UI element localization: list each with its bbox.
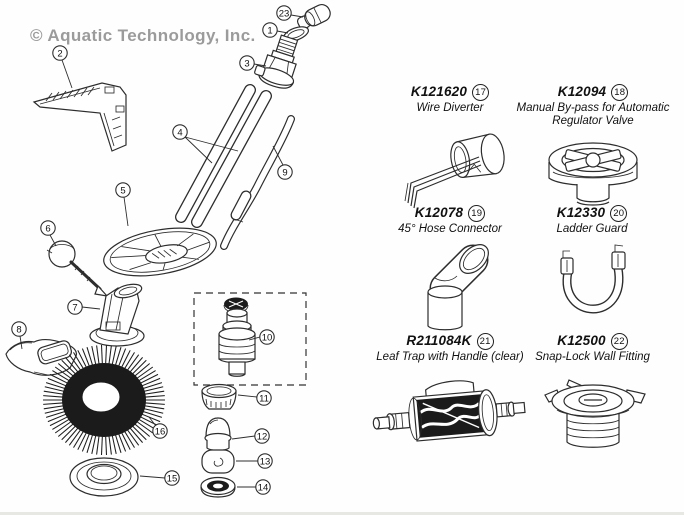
part-name: Ladder Guard (556, 223, 628, 235)
part-name: Snap-Lock Wall Fitting (535, 351, 650, 363)
sweep-hose-part (220, 115, 295, 250)
callout-13: 13 (236, 453, 273, 469)
part-code: K12330 (556, 205, 606, 220)
part-code-line: K12500 22 (510, 333, 675, 350)
callout-1: 1 (262, 22, 289, 38)
bell-float-part (204, 417, 232, 451)
svg-text:5: 5 (120, 185, 125, 196)
pointer-pin-part (46, 240, 109, 297)
svg-text:3: 3 (244, 58, 249, 69)
callout-7: 7 (67, 299, 101, 315)
part-number-badge: 20 (610, 205, 628, 222)
part-cell-bypass-valve: K12094 18 Manual By-pass for Automatic Re… (504, 84, 682, 216)
svg-text:4: 4 (177, 127, 182, 138)
callout-12: 12 (231, 428, 270, 444)
callout-2: 2 (52, 45, 73, 89)
part-code-line: K121620 17 (375, 84, 525, 101)
cup-part (201, 383, 237, 410)
part-code: K12094 (557, 84, 607, 99)
part-code: R211084K (406, 333, 472, 348)
callout-3: 3 (239, 55, 267, 71)
callout-10: 10 (248, 329, 275, 345)
part-code-line: K12078 19 (375, 205, 525, 222)
part-number-badge: 22 (610, 333, 628, 350)
scan-edge (0, 512, 684, 515)
part-code: K12500 (557, 333, 606, 348)
valve-cartridge-part (218, 308, 256, 377)
svg-text:10: 10 (262, 332, 273, 343)
part-number-badge: 19 (468, 205, 486, 222)
part-name: 45° Hose Connector (398, 223, 502, 235)
svg-text:6: 6 (45, 223, 50, 234)
svg-text:2: 2 (57, 48, 62, 59)
part-name: Leaf Trap with Handle (clear) (376, 351, 524, 363)
wall-fitting-illustration (543, 379, 646, 448)
exploded-view-diagram: 2 23 1 3 4 9 5 6 (5, 3, 331, 498)
accessory-catalog: K121620 17 Wire Diverter K12094 18 (342, 0, 684, 515)
svg-text:13: 13 (260, 456, 271, 467)
svg-text:14: 14 (258, 482, 269, 493)
bristle-disc-part (43, 344, 165, 456)
callout-9: 9 (272, 145, 293, 180)
callout-6: 6 (40, 220, 57, 247)
deflection-wheel-part (103, 227, 217, 277)
flapper-valve-part (89, 283, 145, 347)
callout-16: 16 (148, 416, 168, 439)
part-name: Wire Diverter (416, 102, 484, 114)
part-code: K121620 (410, 84, 468, 99)
seal-ring-part (69, 457, 139, 497)
hose-connector-illustration (427, 243, 489, 331)
svg-text:8: 8 (16, 324, 21, 335)
wire-diverter-illustration (404, 133, 505, 208)
svg-text:11: 11 (259, 393, 269, 404)
part-code-line: K12094 18 (504, 84, 682, 101)
leaf-trap-illustration (372, 380, 526, 442)
callout-5: 5 (115, 182, 131, 227)
svg-text:23: 23 (279, 8, 290, 19)
part-cell-hose-connector: K12078 19 45° Hose Connector (375, 205, 525, 336)
part-cell-wire-diverter: K121620 17 Wire Diverter (375, 84, 525, 211)
svg-text:1: 1 (267, 25, 272, 36)
callout-8: 8 (11, 321, 27, 350)
svg-text:15: 15 (167, 473, 178, 484)
part-cell-leaf-trap: R211084K 21 Leaf Trap with Handle (clear) (360, 333, 540, 456)
bypass-valve-illustration (548, 142, 638, 206)
part-cell-ladder-guard: K12330 20 Ladder Guard (512, 205, 672, 336)
regulator-valve-part (254, 34, 299, 89)
ladder-guard-illustration (560, 244, 626, 314)
part-code-line: K12330 20 (512, 205, 672, 222)
diaphragm-part (201, 449, 235, 474)
copyright-watermark: © Aquatic Technology, Inc. (30, 26, 256, 45)
part-number-badge: 17 (472, 84, 490, 101)
svg-text:16: 16 (155, 426, 166, 437)
part-name: Manual By-pass for Automatic Regulator V… (516, 102, 670, 127)
hose-tubes-part (175, 84, 272, 228)
part-code-line: R211084K 21 (360, 333, 540, 350)
part-cell-wall-fitting: K12500 22 Snap-Lock Wall Fitting (510, 333, 675, 460)
callout-4: 4 (172, 124, 239, 164)
callout-14: 14 (237, 479, 271, 495)
svg-text:7: 7 (72, 302, 77, 313)
wing-deflector-part (32, 82, 127, 152)
bearing-ring-part (200, 476, 236, 498)
detail-box (193, 292, 307, 386)
callout-15: 15 (139, 470, 180, 486)
svg-text:12: 12 (257, 431, 268, 442)
part-number-badge: 21 (476, 333, 494, 350)
footpad-part (5, 339, 77, 376)
part-code: K12078 (414, 205, 464, 220)
callout-23: 23 (276, 5, 304, 21)
part-number-badge: 18 (611, 84, 629, 101)
svg-text:9: 9 (282, 167, 287, 178)
callout-11: 11 (237, 390, 272, 406)
